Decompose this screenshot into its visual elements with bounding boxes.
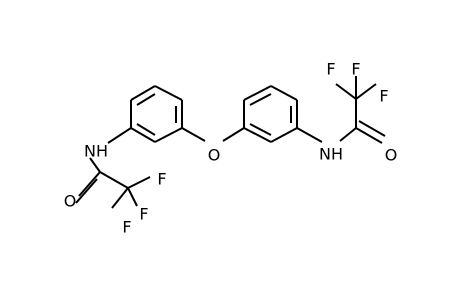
nitrogen-atom-left: NH [84,142,108,161]
oxygen-atom-carbonyl-left: O [64,192,77,211]
nitrogen-atom-right: NH [319,145,343,164]
oxygen-atom-carbonyl-right: O [385,146,398,165]
right-benzene-ring [243,85,298,143]
fluorine-atom-top-right: F [379,87,388,106]
right-amide-bonds [296,76,386,144]
left-amide-bonds [75,127,151,209]
left-benzene-ring [130,85,183,143]
fluorine-atom-bottom-middle: F [139,205,148,224]
ether-bonds [181,127,245,142]
oxygen-atom-ether: O [208,146,221,165]
fluorine-atom-bottom-right: F [157,170,166,189]
fluorine-atom-top-middle: F [351,60,360,79]
fluorine-atom-top-left: F [326,60,335,79]
fluorine-atom-bottom-left: F [122,218,131,237]
